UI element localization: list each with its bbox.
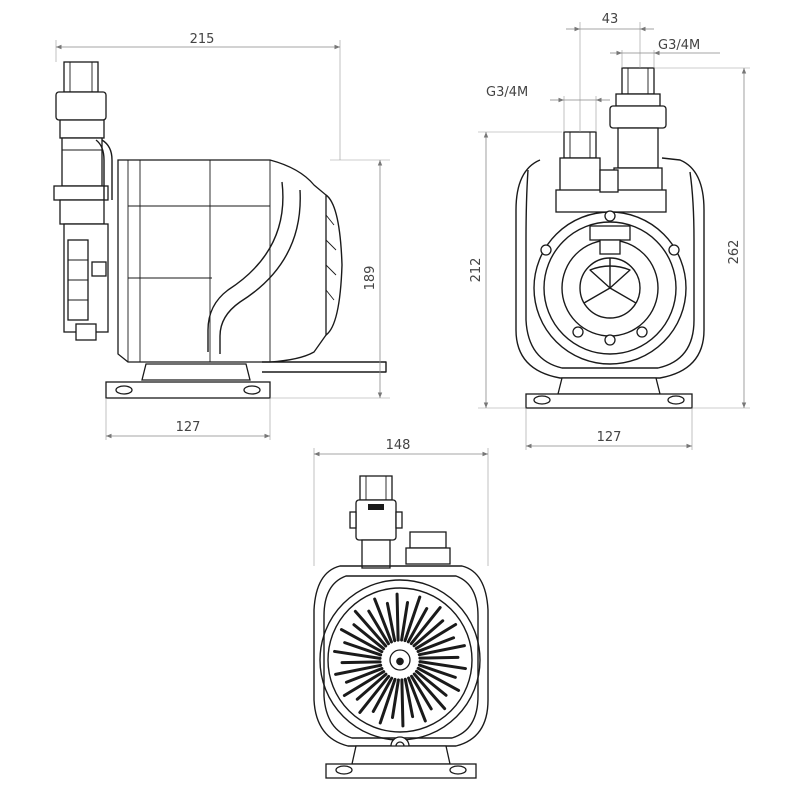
fan-logo-icon: ●	[396, 656, 405, 667]
dim-rear-base-width: 127	[597, 430, 622, 445]
rear-view-pump-chamber	[533, 210, 687, 365]
fan-slot	[414, 622, 458, 650]
fan-slot	[418, 655, 460, 660]
fan-slot	[410, 674, 433, 711]
side-view-vertical-fitting	[53, 61, 109, 225]
front-view-tall-fitting	[349, 475, 403, 569]
fan-slot	[352, 623, 386, 651]
fan-slots	[333, 592, 467, 728]
side-view-dimensions: 215 189 127	[55, 32, 390, 440]
side-view	[53, 61, 387, 399]
fan-slot	[373, 597, 393, 644]
fan-slot	[400, 678, 405, 728]
fan-slot	[400, 600, 410, 642]
fan-slot	[403, 677, 415, 719]
dim-side-height: 189	[363, 266, 378, 291]
fan-slot	[417, 663, 457, 679]
fan-slot	[412, 672, 447, 711]
fan-slot	[353, 609, 388, 648]
rear-view-dimensions: 43 G3/4M G3/4M 212 262 127	[469, 12, 750, 450]
fan-slot	[378, 677, 397, 725]
dim-rear-body-height: 212	[469, 258, 484, 283]
fan-slot	[342, 670, 386, 698]
dim-side-base-width: 127	[176, 420, 201, 435]
front-view-base	[325, 745, 477, 779]
front-view: ●	[313, 475, 489, 779]
fan-slot	[412, 619, 445, 648]
fan-slot	[414, 669, 448, 697]
side-view-pump-head	[63, 223, 109, 341]
fan-slot	[390, 678, 400, 720]
fan-slot	[367, 609, 390, 646]
fan-slot	[371, 676, 394, 713]
dim-front-width: 148	[386, 438, 411, 453]
side-view-base	[105, 363, 271, 399]
dim-rear-right-thread: G3/4M	[658, 38, 700, 53]
front-view-fan-cover: ●	[319, 579, 481, 741]
fan-slot	[355, 672, 388, 701]
fan-slot	[409, 606, 442, 646]
side-view-motor	[117, 159, 343, 363]
front-view-dimensions: 148	[313, 438, 489, 566]
fan-slot	[334, 663, 383, 676]
dim-rear-left-thread: G3/4M	[486, 85, 528, 100]
fan-slot	[417, 644, 466, 657]
front-view-short-fitting	[405, 531, 451, 565]
fan-slot	[395, 592, 400, 642]
fan-slot	[416, 636, 456, 653]
rear-view	[515, 67, 705, 409]
fan-slot	[358, 674, 391, 714]
rear-view-short-fitting	[559, 131, 601, 195]
fan-slot	[406, 607, 429, 644]
fan-slot	[418, 660, 467, 671]
dim-side-total-width: 215	[190, 32, 215, 47]
rear-view-base	[525, 377, 693, 409]
fan-slot	[407, 676, 427, 723]
dim-rear-total-height: 262	[727, 240, 742, 265]
fan-slot	[343, 641, 383, 657]
fan-slot	[344, 667, 384, 684]
fan-slot	[385, 601, 397, 643]
fan-slot	[403, 595, 422, 643]
fan-slot	[416, 666, 461, 692]
fan-slot	[339, 628, 384, 654]
fan-slot	[333, 649, 382, 660]
dim-rear-port-spacing: 43	[602, 12, 619, 27]
fan-slot	[340, 660, 382, 665]
